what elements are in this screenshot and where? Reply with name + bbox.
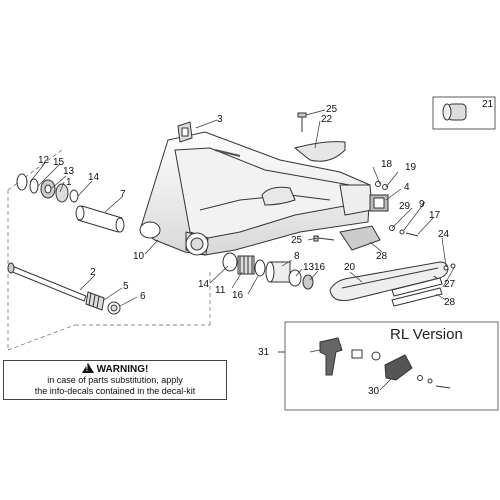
warning-box: WARNING! in case of parts substitution, … <box>3 360 227 400</box>
callout-24: 24 <box>438 229 450 240</box>
callout-28: 28 <box>376 251 388 262</box>
callout-29: 29 <box>399 201 411 212</box>
callout-8: 8 <box>294 251 300 262</box>
part-3 <box>177 121 193 143</box>
part-23-25 <box>293 112 346 162</box>
part-27 <box>391 277 443 307</box>
warning-icon <box>81 363 94 373</box>
parts-9-18-29 <box>389 225 419 237</box>
callout-20: 19 <box>405 162 417 173</box>
warning-title: WARNING! <box>96 364 149 375</box>
callout-3: 3 <box>217 114 223 125</box>
callout-12: 12 <box>38 155 50 166</box>
callout-31: 31 <box>258 347 270 358</box>
callout-13-lower: 13 <box>303 262 315 273</box>
warning-line-1: in case of parts substitution, apply <box>47 375 183 385</box>
parts-8-11-13-14-16-17 <box>222 252 314 290</box>
part-2 <box>7 262 87 302</box>
part-22 <box>329 261 449 301</box>
callout-19: 18 <box>381 159 393 170</box>
rl-version-box <box>278 321 499 411</box>
leader-lines <box>29 109 455 391</box>
rl-version-title: RL Version <box>390 326 463 343</box>
swingarm <box>139 131 373 256</box>
callout-1: 1 <box>66 177 72 188</box>
callout-6: 6 <box>140 291 146 302</box>
part-7 <box>75 205 125 233</box>
callout-2: 2 <box>90 267 96 278</box>
callout-22: 20 <box>344 262 356 273</box>
callout-14-top: 14 <box>88 172 100 183</box>
callout-25-lower: 25 <box>291 235 303 246</box>
callout-16: 16 <box>232 290 244 301</box>
callout-9: 9 <box>419 199 425 210</box>
parts-1-12-13-15 <box>16 173 79 203</box>
parts-5-6 <box>85 291 121 315</box>
callout-26: 27 <box>444 279 456 290</box>
callout-13: 13 <box>63 166 75 177</box>
callout-7: 7 <box>120 189 126 200</box>
part-28 <box>339 225 381 251</box>
callout-25-top: 25 <box>326 104 338 115</box>
callout-15: 15 <box>53 157 65 168</box>
callout-18: 17 <box>429 210 441 221</box>
callout-14-lower: 14 <box>198 279 210 290</box>
callout-27: 28 <box>444 297 456 308</box>
part-21 <box>432 96 496 130</box>
callout-21: 21 <box>482 99 494 110</box>
callout-30: 30 <box>368 386 380 397</box>
callout-17: 16 <box>314 262 326 273</box>
callout-5: 5 <box>123 281 129 292</box>
rl-parts <box>319 337 451 389</box>
callout-11: 11 <box>215 285 226 296</box>
parts-4-19-20 <box>369 181 389 212</box>
callout-10: 10 <box>133 251 145 262</box>
part-25-lower <box>313 235 335 242</box>
callout-4: 4 <box>404 182 410 193</box>
warning-line-2: the info-decals contained in the decal-k… <box>34 386 196 396</box>
callout-23: 22 <box>321 114 333 125</box>
